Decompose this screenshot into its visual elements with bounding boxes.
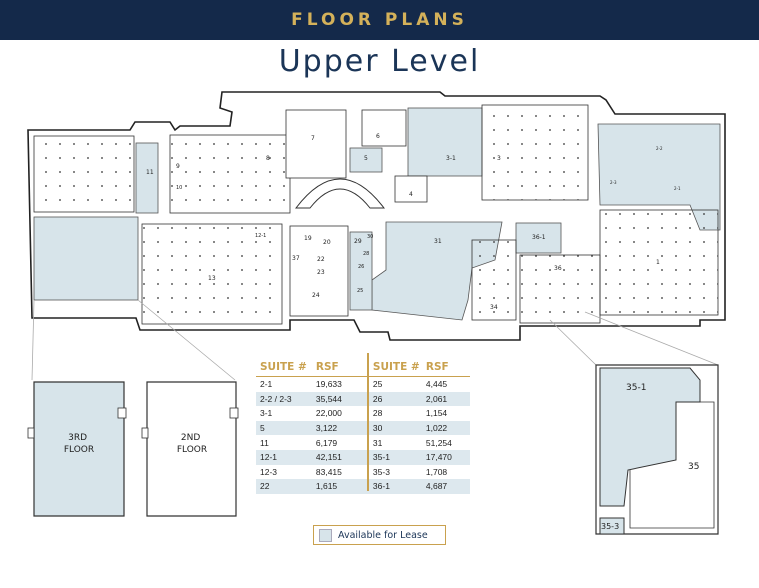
third-floor-block	[33, 381, 125, 517]
label-34: 34	[490, 304, 498, 311]
third-floor-label: 3RD FLOOR	[64, 433, 94, 455]
inset-label-35: 35	[688, 462, 699, 472]
label-19: 19	[304, 235, 312, 242]
header-rsf-1: RSF	[315, 361, 339, 373]
second-floor-block	[146, 381, 237, 517]
label-12-1: 12-1	[255, 233, 266, 239]
label-2-3: 2-3	[610, 180, 617, 185]
label-36: 36	[554, 265, 562, 272]
label-13: 13	[208, 275, 216, 282]
label-11: 11	[146, 169, 154, 176]
suite-table-header: SUITE # RSF SUITE # RSF	[256, 357, 470, 377]
table-header-rule	[256, 376, 470, 377]
label-25: 25	[357, 288, 363, 294]
suite-3-1-area	[407, 107, 483, 177]
label-1: 1	[656, 259, 660, 266]
legend: Available for Lease	[313, 525, 446, 545]
label-2-1: 2-1	[674, 186, 681, 191]
label-28: 28	[363, 251, 369, 257]
header-suite-1: SUITE #	[260, 361, 307, 373]
label-6: 6	[376, 133, 380, 140]
label-31: 31	[434, 238, 442, 245]
label-37: 37	[292, 255, 300, 262]
suite-5-area	[349, 147, 383, 173]
inset-35-1-area	[599, 367, 701, 507]
header-banner: FLOOR PLANS	[0, 0, 759, 40]
table-divider	[367, 353, 369, 491]
label-29: 29	[354, 238, 362, 245]
label-30: 30	[367, 234, 373, 240]
suite-36-1-area	[515, 222, 562, 254]
legend-label: Available for Lease	[338, 529, 428, 541]
suite-11-area	[135, 142, 159, 214]
label-4: 4	[409, 191, 413, 198]
label-8: 8	[266, 155, 270, 162]
label-2-2: 2-2	[656, 146, 663, 151]
second-floor-label: 2ND FLOOR	[177, 433, 207, 455]
suite-12-1-area	[33, 216, 139, 301]
label-5: 5	[364, 155, 368, 162]
label-23: 23	[317, 269, 325, 276]
inset-label-35-3: 35-3	[601, 522, 619, 531]
legend-swatch	[319, 528, 332, 542]
header-suite-2: SUITE #	[372, 361, 420, 373]
label-22: 22	[317, 256, 325, 263]
inset-label-35-1: 35-1	[626, 383, 646, 393]
label-7: 7	[311, 135, 315, 142]
label-26: 26	[358, 264, 364, 270]
label-36-1: 36-1	[532, 234, 546, 241]
label-3-1: 3-1	[446, 155, 456, 162]
label-10: 10	[176, 185, 182, 191]
level-title: Upper Level	[278, 44, 481, 79]
suite-small-area-a	[349, 231, 373, 311]
label-20: 20	[323, 239, 331, 246]
header-rsf-2: RSF	[425, 361, 449, 373]
label-9: 9	[176, 163, 180, 170]
label-24: 24	[312, 292, 320, 299]
inset-35-3-area	[599, 517, 625, 535]
label-3: 3	[497, 155, 501, 162]
header-title: FLOOR PLANS	[291, 10, 468, 30]
